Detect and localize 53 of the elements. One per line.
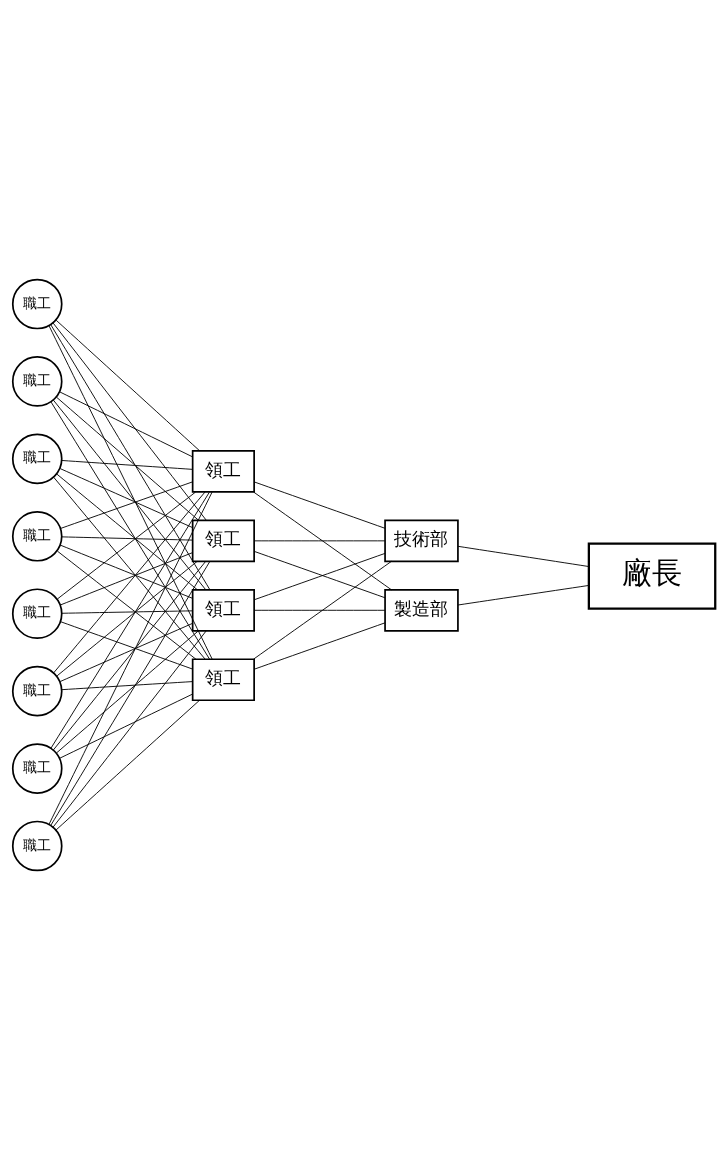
connector: [52, 629, 207, 827]
connector: [55, 319, 201, 451]
connector: [50, 560, 211, 826]
node-circle: 職工: [11, 665, 63, 716]
connector: [253, 491, 392, 590]
connector: [52, 560, 207, 751]
connector: [59, 551, 193, 605]
node-circle: 職工: [11, 510, 63, 562]
node-box: 領工: [191, 519, 255, 562]
connector: [56, 472, 198, 590]
connector: [56, 550, 197, 660]
connector: [56, 560, 198, 676]
connector: [61, 680, 193, 690]
connector: [59, 390, 193, 457]
connector: [48, 324, 213, 659]
connector: [55, 699, 200, 830]
connector: [55, 396, 200, 521]
connector: [56, 491, 196, 600]
node-box: 領工: [191, 588, 255, 632]
connector: [59, 467, 193, 528]
connector: [457, 545, 590, 567]
connector: [61, 459, 193, 470]
node-circle: 職工: [11, 433, 63, 484]
connector: [253, 560, 392, 660]
connector: [50, 401, 211, 660]
node-box: 廠長: [587, 542, 717, 610]
connector: [52, 322, 207, 521]
connector: [55, 630, 199, 754]
connector: [60, 620, 193, 669]
connector: [253, 539, 386, 541]
connector: [59, 544, 193, 599]
node-circle: 職工: [11, 355, 63, 407]
connector: [253, 481, 386, 529]
node-circle: 職工: [11, 587, 63, 639]
node-box: 製造部: [384, 588, 459, 632]
node-circle: 職工: [11, 820, 63, 871]
connector: [50, 323, 211, 590]
connector: [61, 609, 193, 614]
node-box: 技術部: [384, 519, 459, 562]
node-circle: 職工: [11, 742, 63, 794]
connector: [59, 622, 193, 682]
node-box: 領工: [191, 449, 255, 493]
connector: [60, 481, 193, 529]
node-box: 領工: [191, 657, 255, 701]
connector: [48, 491, 213, 825]
connector: [52, 399, 207, 590]
connector: [253, 621, 386, 670]
connector: [50, 491, 210, 749]
node-circle: 職工: [11, 278, 63, 329]
connector: [253, 609, 386, 611]
connector: [61, 535, 193, 541]
connector: [457, 584, 590, 605]
connector: [59, 693, 193, 759]
